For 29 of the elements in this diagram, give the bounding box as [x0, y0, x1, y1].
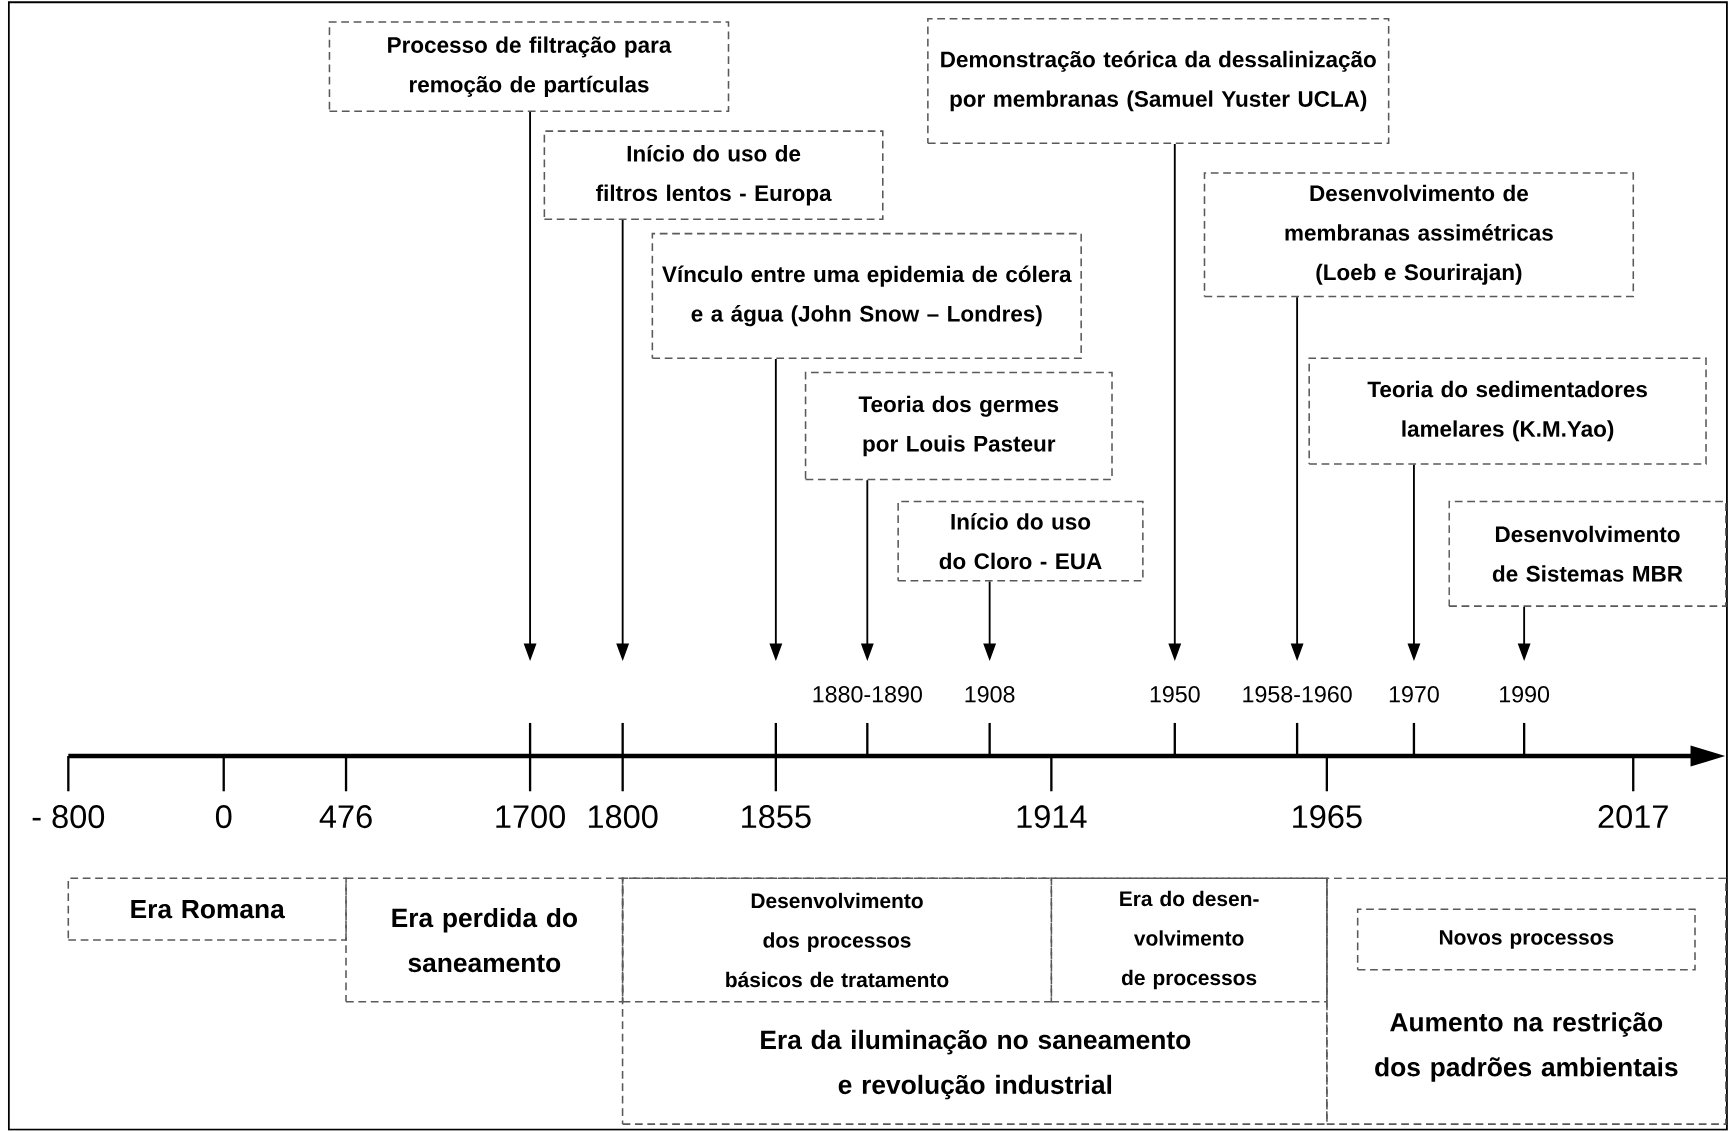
event-box: Início do uso do Cloro - EUA: [897, 500, 1144, 582]
year-label: 1908: [965, 686, 1015, 703]
year-label: 1700: [496, 805, 565, 829]
event-box: Processo de filtração para remoção de partículas: [328, 21, 730, 113]
year-label: 1970: [1389, 686, 1439, 703]
year-label: 1880-1890: [813, 686, 922, 703]
era-box: Era perdida do saneamento: [345, 877, 624, 1003]
event-box: Início do uso de filtros lentos - Europa: [543, 130, 884, 221]
year-label: 1800: [588, 805, 658, 829]
year-label: 1990: [1500, 686, 1550, 703]
year-label: - 800: [32, 805, 105, 829]
era-box: Era Romana: [67, 877, 347, 941]
era-box: Era do desen- volvimento de processos: [1050, 877, 1328, 1003]
era-box: Novos processos: [1356, 908, 1696, 971]
year-label: 476: [319, 805, 372, 829]
year-label: 0: [215, 805, 232, 829]
year-label: 1855: [742, 805, 811, 829]
event-box: Teoria do sedimentadores lamelares (K.M.Yao): [1308, 357, 1707, 465]
event-box: Desenvolvimento de Sistemas MBR: [1448, 500, 1727, 608]
year-label: 1914: [1017, 805, 1087, 829]
year-label: 1958-1960: [1243, 686, 1352, 703]
event-box: Desenvolvimento de membranas assimétricas (Loeb e Sourirajan): [1203, 172, 1635, 298]
year-label: 2017: [1598, 805, 1668, 829]
event-box: Vínculo entre uma epidemia de cólera e a água (John Snow – Londres): [651, 233, 1082, 360]
event-box: Demonstração teórica da dessalinização por membranas (Samuel Yuster UCLA): [927, 18, 1390, 145]
event-box: Teoria dos germes por Louis Pasteur: [804, 371, 1113, 481]
era-box: Desenvolvimento dos processos básicos de tratamento: [621, 877, 1053, 1003]
year-label: 1950: [1150, 686, 1200, 703]
year-label: 1965: [1293, 805, 1362, 829]
